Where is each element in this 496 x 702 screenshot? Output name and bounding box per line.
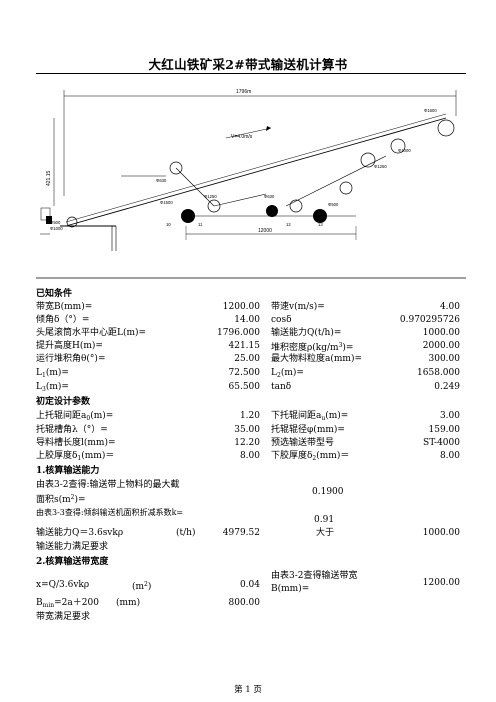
point-label: 13 (318, 222, 323, 227)
l1-label: L1(m)= (36, 368, 69, 379)
bottom-cover-value: 8.00 (439, 451, 460, 461)
bottom-cover-label: 下胶厚度δ2(mm)＝ (271, 451, 350, 462)
diagram-height: 421.15 (46, 170, 52, 186)
top-cover-value: 8.00 (239, 451, 260, 461)
section-area-text-2: 面积s(m2)= (36, 494, 86, 505)
top-cover-label: 上胶厚度δ1(mm)＝ (36, 451, 115, 462)
title-rule (36, 73, 466, 74)
capacity-result: 4979.52 (222, 528, 260, 538)
l3-label: L3(m)= (36, 382, 69, 393)
capacity-label: 输送能力Q(t/h)= (271, 328, 342, 338)
point-label: 11 (198, 222, 203, 227)
capacity-conclusion: 输送能力满足要求 (36, 542, 109, 552)
capacity-formula: 输送能力Q＝3.6svkρ (36, 528, 124, 538)
density-value: 2000.00 (422, 341, 460, 351)
width-formula-unit: (m2) (132, 581, 152, 592)
width-formula: x=Q/3.6vkρ (36, 580, 90, 590)
section-capacity: 1.核算输送能力 (36, 466, 100, 476)
angle-value: 25.00 (234, 354, 260, 364)
trough-angle-value: 35.00 (234, 425, 260, 435)
l2-value: 1658.000 (417, 368, 460, 378)
bmin-unit: (mm) (116, 598, 141, 608)
conveyor-diagram: 1796m 421.15 V=4.0m/s 12000 Φ1600 Φ1000 … (36, 89, 466, 279)
angle-label: 运行堆积角θ(°)= (36, 354, 106, 364)
belt-type-value: ST-4000 (423, 438, 460, 448)
lower-idler-spacing-label: 下托辊间距au(m)= (271, 411, 349, 422)
idler-diameter-label: 托辊辊径φ(mm)= (271, 425, 345, 435)
width-reference-text-2: B(mm)= (271, 584, 310, 594)
trough-angle-label: 托辊槽角λ（°）= (36, 425, 108, 435)
belt-speed-value: 4.00 (439, 302, 460, 312)
capacity-compare: 大于 (316, 528, 335, 538)
tan-value: 0.249 (434, 382, 460, 392)
section-known: 已知条件 (36, 289, 73, 299)
capacity-required: 1000.00 (422, 528, 460, 538)
belt-width-label: 带宽B(mm)= (36, 302, 93, 312)
particle-size-value: 300.00 (428, 354, 461, 364)
lift-height-label: 提升高度H(m)= (36, 341, 103, 351)
width-conclusion: 带宽满足要求 (36, 612, 91, 622)
point-label: 12 (286, 222, 291, 227)
bmin-formula: Bmin=2a＋200 (36, 598, 99, 609)
capacity-value: 1000.00 (422, 328, 460, 338)
section-width: 2.核算输送带宽度 (36, 557, 109, 567)
point-label: 10 (166, 222, 171, 227)
reduction-factor-value: 0.91 (314, 515, 335, 525)
reduction-factor-text: 由表3-3查得:倾斜输送机面积折减系数k= (36, 508, 184, 517)
pulley-label: Φ1000 (398, 148, 411, 153)
pulley-label: Φ1250 (204, 194, 217, 199)
lift-height-value: 421.15 (228, 341, 261, 351)
density-label: 堆积密度ρ(kg/m3)= (271, 342, 354, 353)
upper-idler-spacing-value: 1.20 (239, 411, 260, 421)
length-label: 头尾滚筒水平中心距L(m)= (36, 328, 147, 338)
diagram-span: 12000 (258, 228, 272, 234)
length-value: 1796.000 (217, 328, 260, 338)
tan-label: tanδ (271, 382, 292, 392)
diagram-speed: V=4.0m/s (231, 134, 253, 140)
section-area-text: 由表3-2查得:输送带上物料的最大截 (36, 480, 180, 490)
incline-value: 14.00 (234, 315, 260, 325)
l3-value: 65.500 (228, 382, 261, 392)
incline-label: 倾角δ（°）= (36, 315, 90, 325)
cos-label: cosδ (271, 315, 292, 325)
idler-diameter-value: 159.00 (428, 425, 461, 435)
pulley-label: Φ1500 (160, 200, 173, 205)
guide-length-value: 12.20 (234, 438, 260, 448)
page-footer: 第 1 页 (234, 685, 262, 695)
cos-value: 0.970295726 (399, 315, 460, 325)
section-design: 初定设计参数 (36, 397, 91, 407)
pulley-label: Φ1250 (374, 164, 387, 169)
particle-size-label: 最大物料粒度a(mm)= (271, 354, 362, 364)
pulley-label: Φ1000 (50, 226, 63, 231)
pulley-label: Φ500 (328, 202, 339, 207)
pulley-label: Φ1600 (424, 108, 437, 113)
belt-speed-label: 带速v(m/s)= (271, 302, 325, 312)
pulley-label: Φ500 (50, 220, 61, 225)
lower-idler-spacing-value: 3.00 (439, 411, 460, 421)
page-title: 大红山铁矿采2#带式输送机计算书 (148, 57, 348, 72)
upper-idler-spacing-label: 上托辊间距a0(m)= (36, 411, 114, 422)
width-reference-text: 由表3-2查得输送带宽 (271, 571, 358, 581)
belt-type-label: 预选输送带型号 (271, 438, 335, 448)
l1-value: 72.500 (228, 368, 261, 378)
bmin-value: 800.00 (228, 598, 261, 608)
pulley-label: Φ630 (264, 194, 275, 199)
width-reference-value: 1200.00 (422, 578, 460, 588)
guide-length-label: 导料槽长度l(mm)= (36, 438, 116, 448)
capacity-unit: (t/h) (176, 528, 196, 538)
diagram-length: 1796m (236, 89, 251, 95)
l2-label: L2(m)= (271, 368, 304, 379)
pulley-label: Φ630 (156, 178, 167, 183)
belt-width-value: 1200.00 (222, 302, 260, 312)
width-formula-value: 0.04 (239, 580, 260, 590)
section-area-value: 0.1900 (312, 487, 344, 497)
